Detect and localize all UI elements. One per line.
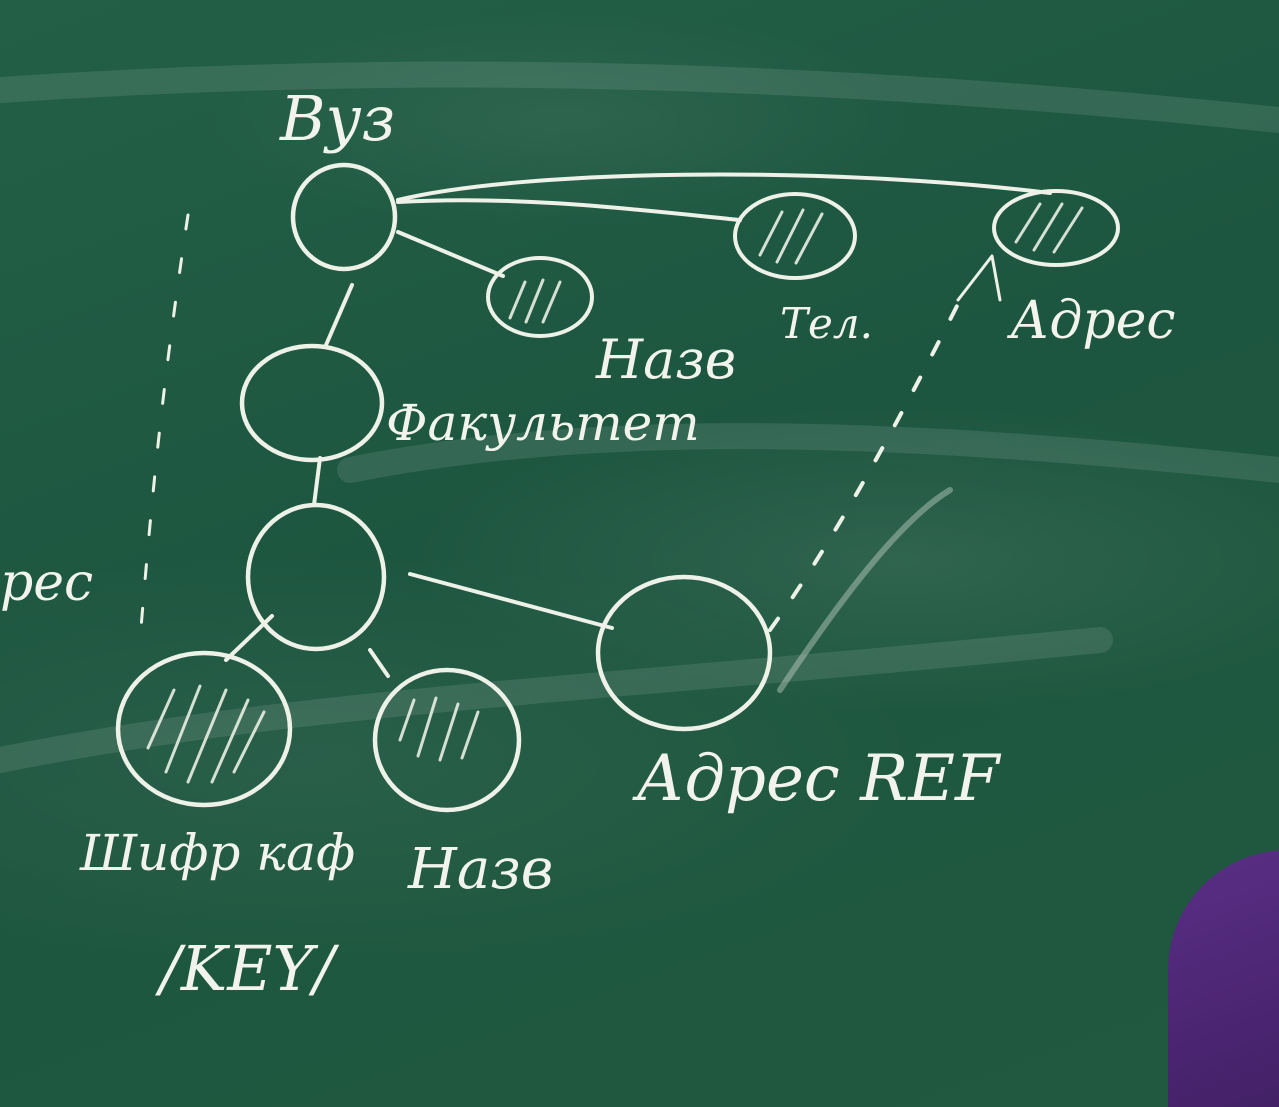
eraser-smudge [0,627,1113,773]
attribute-phone-node [733,192,857,280]
attribute-name-top-label: Назв [595,328,736,391]
attribute-phone-label: Тел. [780,299,873,348]
entity-address-ref-circle [595,574,773,732]
attribute-address-top-node [992,189,1120,267]
edge-faculty-to-dept [312,456,322,507]
left-margin-label: рес [0,553,93,613]
edge-root-to-address [396,172,1052,202]
entity-root-circle [290,162,398,272]
faded-chalk-line [777,487,953,693]
entity-faculty-circle [239,343,385,463]
attribute-address-top-label: Адрес [1006,291,1176,351]
attribute-name-bottom-node [372,667,522,813]
entity-department-circle [245,502,387,652]
root-label: Вуз [279,82,395,155]
edge-root-to-name [396,230,505,278]
ref-dashed-line-left [138,213,190,642]
edge-root-to-faculty [324,283,354,347]
key-attribute-key-label: /KEY/ [155,932,339,1005]
edge-dept-to-name [368,648,390,678]
edge-dept-to-addressref [408,572,614,630]
ref-dashed-line [768,288,967,632]
attribute-name-bottom-label: Назв [407,837,553,902]
eraser-smudge [0,61,1279,133]
ref-arrow-head [956,254,1002,302]
attribute-key-node [115,650,293,808]
address-ref-label: Адрес REF [632,742,1002,816]
key-attribute-label: Шифр каф [79,824,355,882]
attribute-name-top-node [486,256,594,338]
faculty-label: Факультет [386,394,700,452]
eraser-smudge [337,423,1279,483]
edge-root-to-phone [396,198,742,222]
